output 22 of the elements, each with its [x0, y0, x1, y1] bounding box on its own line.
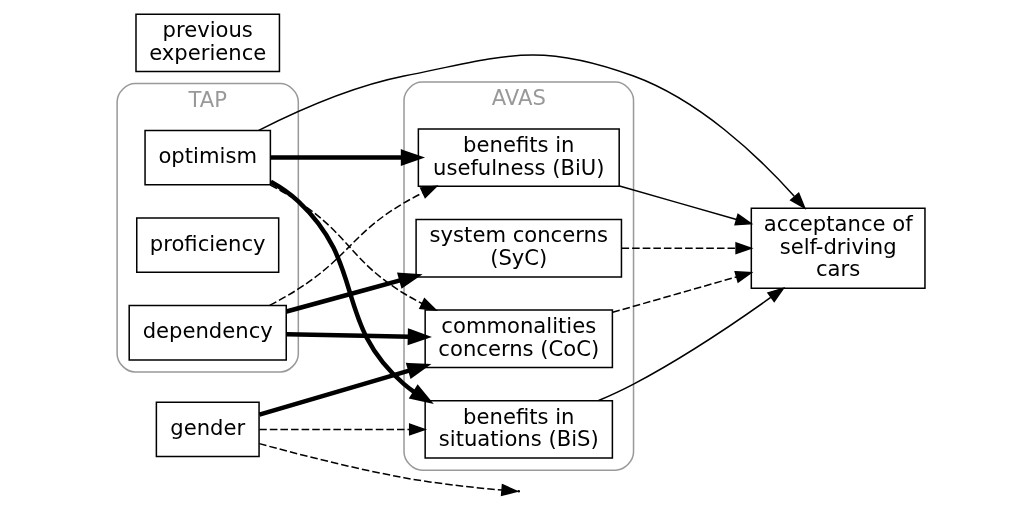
arrow: [270, 149, 425, 167]
node-box: system concerns (SyC): [414, 218, 622, 278]
node-box: dependency: [127, 304, 287, 361]
node-box: benefits in usefulness (BiU): [417, 128, 620, 188]
arrow: [258, 362, 431, 417]
node-box: previous experience: [134, 13, 280, 73]
arrow: [618, 185, 753, 226]
arrow: [286, 328, 432, 346]
arrow: [258, 442, 519, 497]
arrow: [597, 287, 785, 402]
node-box: benefits in situations (BiS): [423, 399, 613, 459]
arrow: [258, 423, 427, 436]
arrow: [620, 241, 753, 255]
arrow: [269, 179, 434, 405]
node-box: optimism: [143, 129, 271, 186]
node-box: commonalities concerns (CoC): [423, 309, 613, 369]
arrow: [285, 272, 423, 314]
node-box: proficiency: [135, 217, 279, 274]
node-box: gender: [155, 401, 260, 458]
node-box: acceptance of self-driving cars: [750, 207, 926, 289]
arrow: [257, 54, 806, 210]
arrow: [611, 270, 753, 314]
